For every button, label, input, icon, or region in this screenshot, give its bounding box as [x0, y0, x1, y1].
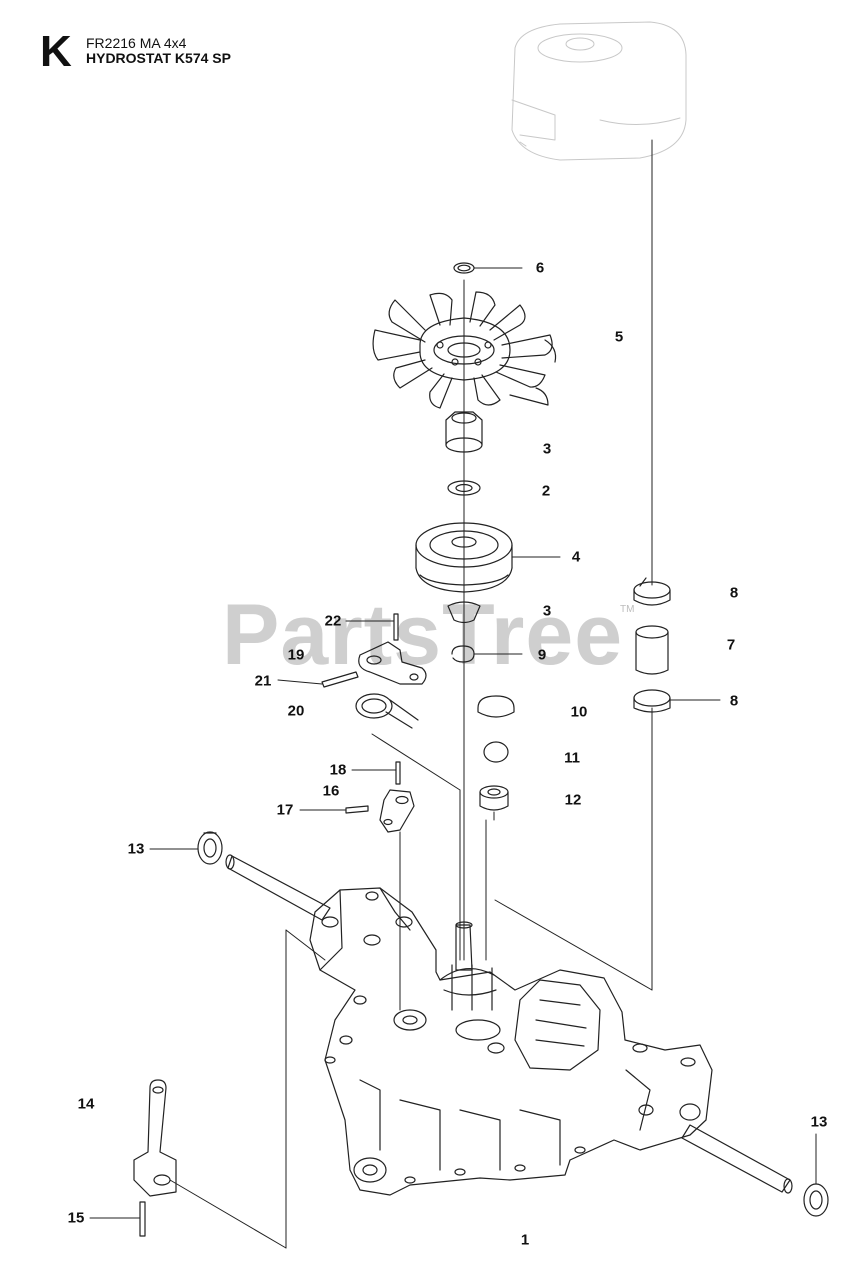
lever-part-14	[133, 1079, 177, 1197]
fan-part-5	[372, 291, 557, 409]
disc-part-11	[483, 741, 509, 763]
callout-3-lower: 3	[542, 602, 552, 620]
pulley-part-4	[415, 522, 513, 593]
pin-part-15	[139, 1201, 146, 1237]
callout-8-upper: 8	[729, 584, 739, 602]
hub-part-3-lower	[447, 601, 481, 624]
pin-part-21	[321, 671, 359, 688]
ring-part-6-inner	[457, 264, 471, 272]
pin-part-22	[393, 613, 399, 641]
callout-18: 18	[329, 761, 347, 779]
callout-8-lower: 8	[729, 692, 739, 710]
cap-part-10	[477, 695, 515, 718]
callout-7: 7	[726, 636, 736, 654]
callout-10: 10	[570, 703, 588, 721]
lever-part-16	[379, 789, 415, 833]
callout-12: 12	[564, 791, 582, 809]
callout-1: 1	[520, 1231, 530, 1249]
hub-part-3-upper	[445, 411, 483, 453]
circlip-part-9	[451, 645, 475, 663]
callout-13-right: 13	[810, 1113, 828, 1131]
washer-part-2	[447, 480, 481, 496]
callout-14: 14	[77, 1095, 95, 1113]
pin-part-18	[395, 761, 401, 785]
axle-left	[225, 854, 331, 921]
callout-17: 17	[276, 801, 294, 819]
callout-leaders	[89, 267, 817, 1219]
seal-part-13-right	[803, 1183, 829, 1217]
seal-part-13-left	[197, 831, 223, 865]
section-letter: K	[40, 27, 72, 76]
callout-5: 5	[614, 328, 624, 346]
callout-6: 6	[535, 259, 545, 277]
coupling-parts-7-8	[633, 577, 671, 713]
watermark-trademark: TM	[620, 604, 635, 615]
lever-14-leader	[169, 1179, 287, 1249]
callout-11: 11	[564, 749, 580, 767]
callout-21: 21	[254, 672, 272, 690]
callout-16: 16	[322, 782, 340, 800]
bracket-left-top	[285, 929, 326, 961]
pin-part-17	[345, 805, 369, 814]
callout-9: 9	[537, 646, 547, 664]
callout-2: 2	[541, 482, 551, 500]
ring-part-6	[453, 262, 475, 274]
assembly-leader-1	[371, 733, 461, 791]
callout-22: 22	[324, 612, 342, 630]
callout-20: 20	[287, 702, 305, 720]
brand-watermark: PartsTree	[222, 587, 624, 683]
bracket-right-top	[494, 899, 653, 991]
callout-3-upper: 3	[542, 440, 552, 458]
washer-part-2-inner	[455, 483, 473, 493]
callout-13-left: 13	[127, 840, 145, 858]
transmission-housing-part-1	[309, 887, 713, 1196]
callout-4: 4	[571, 548, 581, 566]
spring-part-20	[355, 693, 419, 729]
engine-outline	[511, 21, 687, 161]
model-line: FR2216 MA 4x4	[86, 35, 187, 51]
assembly-title: HYDROSTAT K574 SP	[86, 50, 231, 66]
axle-right	[681, 1124, 793, 1194]
lever-part-19	[358, 641, 427, 685]
callout-19: 19	[287, 646, 305, 664]
bushing-part-12	[479, 785, 509, 811]
callout-15: 15	[67, 1209, 85, 1227]
